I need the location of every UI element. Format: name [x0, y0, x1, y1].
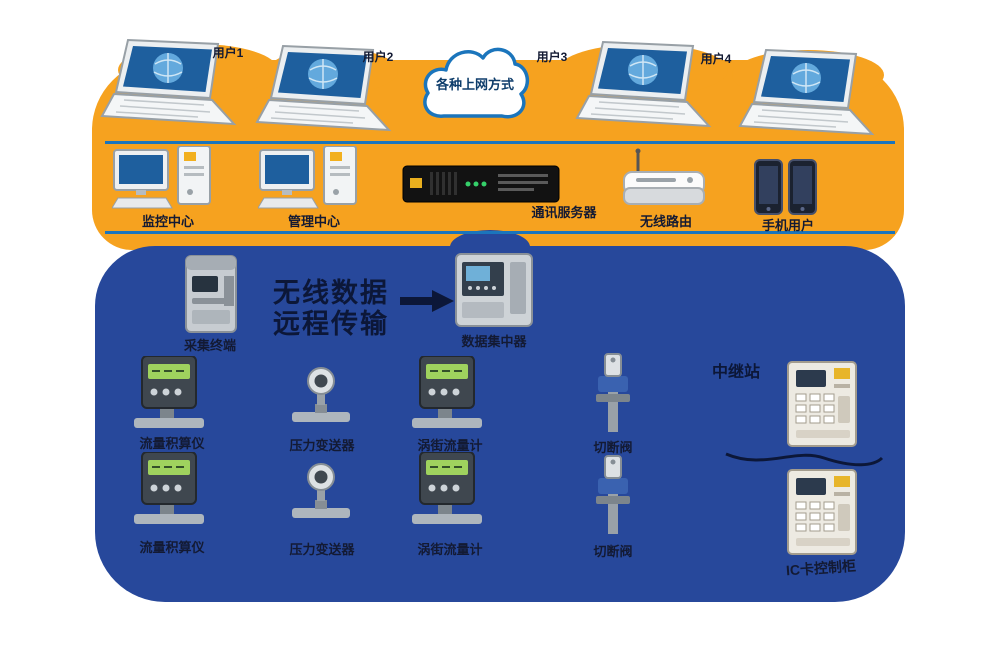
ic-card-cabinet-icon: [787, 469, 857, 555]
caption-rowA-1: 流量积算仪: [139, 436, 205, 451]
caption-monitor-center: 监控中心: [141, 214, 194, 229]
cloud-label: 各种上网方式: [435, 77, 514, 92]
caption-rowA-2: 压力变送器: [289, 438, 355, 453]
cloud-icon: [423, 47, 530, 119]
shutoff-valve-icon: [595, 455, 631, 535]
network-line-top: [105, 141, 895, 144]
ic-card-cabinet-icon: [787, 361, 857, 447]
caption-phones: 手机用户: [761, 218, 814, 233]
caption-user-2: 用户2: [362, 50, 394, 64]
vortex-flowmeter-icon: [412, 356, 482, 429]
caption-rowB-2: 压力变送器: [289, 542, 355, 557]
vortex-flowmeter-icon: [412, 452, 482, 525]
caption-user-3: 用户3: [536, 50, 568, 64]
headline-line1: 无线数据: [273, 278, 389, 308]
flow-totalizer-icon: [134, 452, 204, 525]
caption-router: 无线路由: [639, 214, 692, 229]
connector-line: [725, 452, 884, 467]
wireless-router-icon: [623, 148, 705, 205]
headline-wireless: 无线数据 远程传输: [256, 278, 406, 340]
laptop-icon: [739, 49, 873, 135]
caption-rowB-4: 切断阀: [593, 544, 633, 559]
caption-user-4: 用户4: [700, 52, 732, 66]
caption-rowB-3: 涡街流量计: [417, 542, 483, 557]
mobile-phones-icon: [754, 159, 817, 215]
caption-rowA-3: 涡街流量计: [417, 438, 483, 453]
caption-kiosk1: 采集终端: [183, 338, 236, 353]
caption-user-1: 用户1: [212, 46, 244, 60]
caption-comm-server: 通讯服务器: [531, 205, 597, 220]
desktop-computer-icon: [112, 146, 211, 209]
arrow-right-icon: [400, 290, 454, 312]
network-line-bottom: [105, 231, 895, 234]
concentrator-icon: [455, 253, 533, 327]
pressure-transmitter-icon: [292, 463, 350, 519]
pressure-transmitter-icon: [292, 367, 350, 423]
shutoff-valve-icon: [595, 353, 631, 433]
caption-kiosk2: 数据集中器: [461, 334, 527, 349]
flow-totalizer-icon: [134, 356, 204, 429]
desktop-computer-icon: [258, 146, 357, 209]
headline-line2: 远程传输: [273, 309, 389, 340]
collector-terminal-icon: [185, 255, 237, 333]
caption-rowA-4: 切断阀: [593, 440, 633, 455]
caption-rowB-1: 流量积算仪: [139, 540, 205, 555]
caption-manage-center: 管理中心: [287, 214, 340, 229]
server-icon: [402, 165, 560, 203]
relay-label: 中继站: [711, 364, 760, 381]
